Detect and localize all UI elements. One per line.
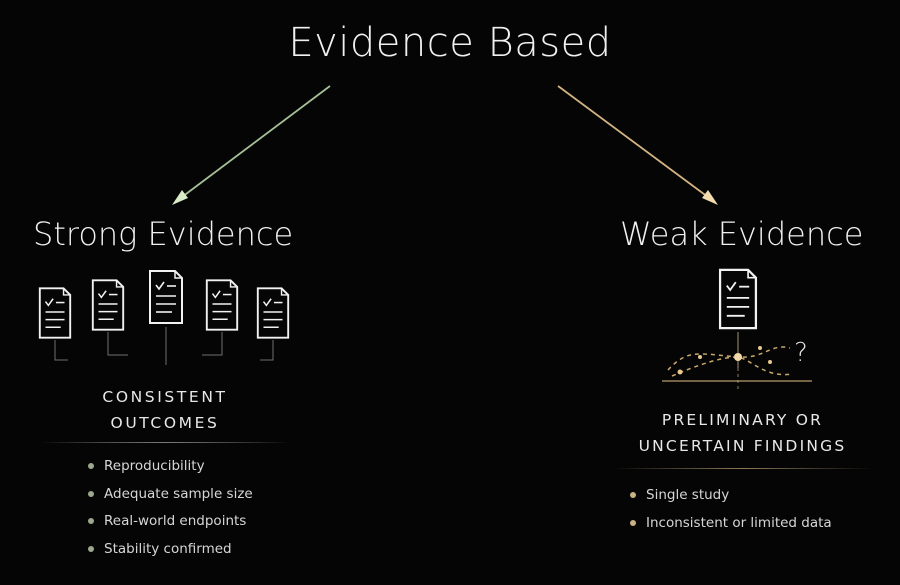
document-connectors [54,327,274,365]
list-item: Inconsistent or limited data [630,515,832,543]
document-checklist-icon [256,287,290,339]
arrow-to-weak [557,85,718,205]
weak-bullet-list: Single study Inconsistent or limited dat… [630,487,832,542]
question-mark-icon: ? [794,338,808,368]
weak-evidence-heading: Weak Evidence [620,215,864,253]
strong-subtitle-line-2: OUTCOMES [110,414,220,432]
uncertainty-curves [662,332,812,392]
strong-separator [40,442,290,443]
strong-bullet-list: Reproducibility Adequate sample size Rea… [88,458,253,568]
page-title: Evidence Based [288,20,612,66]
document-checklist-icon [38,287,72,339]
list-item: Adequate sample size [88,486,253,514]
document-checklist-icon [205,279,239,331]
strong-evidence-heading: Strong Evidence [33,215,294,253]
weak-subtitle-line-1: PRELIMINARY OR [661,411,824,429]
strong-documents [38,270,290,339]
weak-separator [612,468,874,469]
list-item: Reproducibility [88,458,253,486]
weak-subtitle: PRELIMINARY OR UNCERTAIN FINDINGS [600,407,885,459]
strong-subtitle: CONSISTENT OUTCOMES [40,384,290,436]
document-checklist-icon [91,279,125,331]
list-item: Stability confirmed [88,541,253,569]
weak-subtitle-line-2: UNCERTAIN FINDINGS [638,437,847,455]
list-item: Single study [630,487,832,515]
document-checklist-icon [149,270,183,324]
strong-subtitle-line-1: CONSISTENT [102,388,228,406]
document-checklist-icon [718,268,758,330]
list-item: Real-world endpoints [88,513,253,541]
arrow-to-strong [172,85,331,205]
